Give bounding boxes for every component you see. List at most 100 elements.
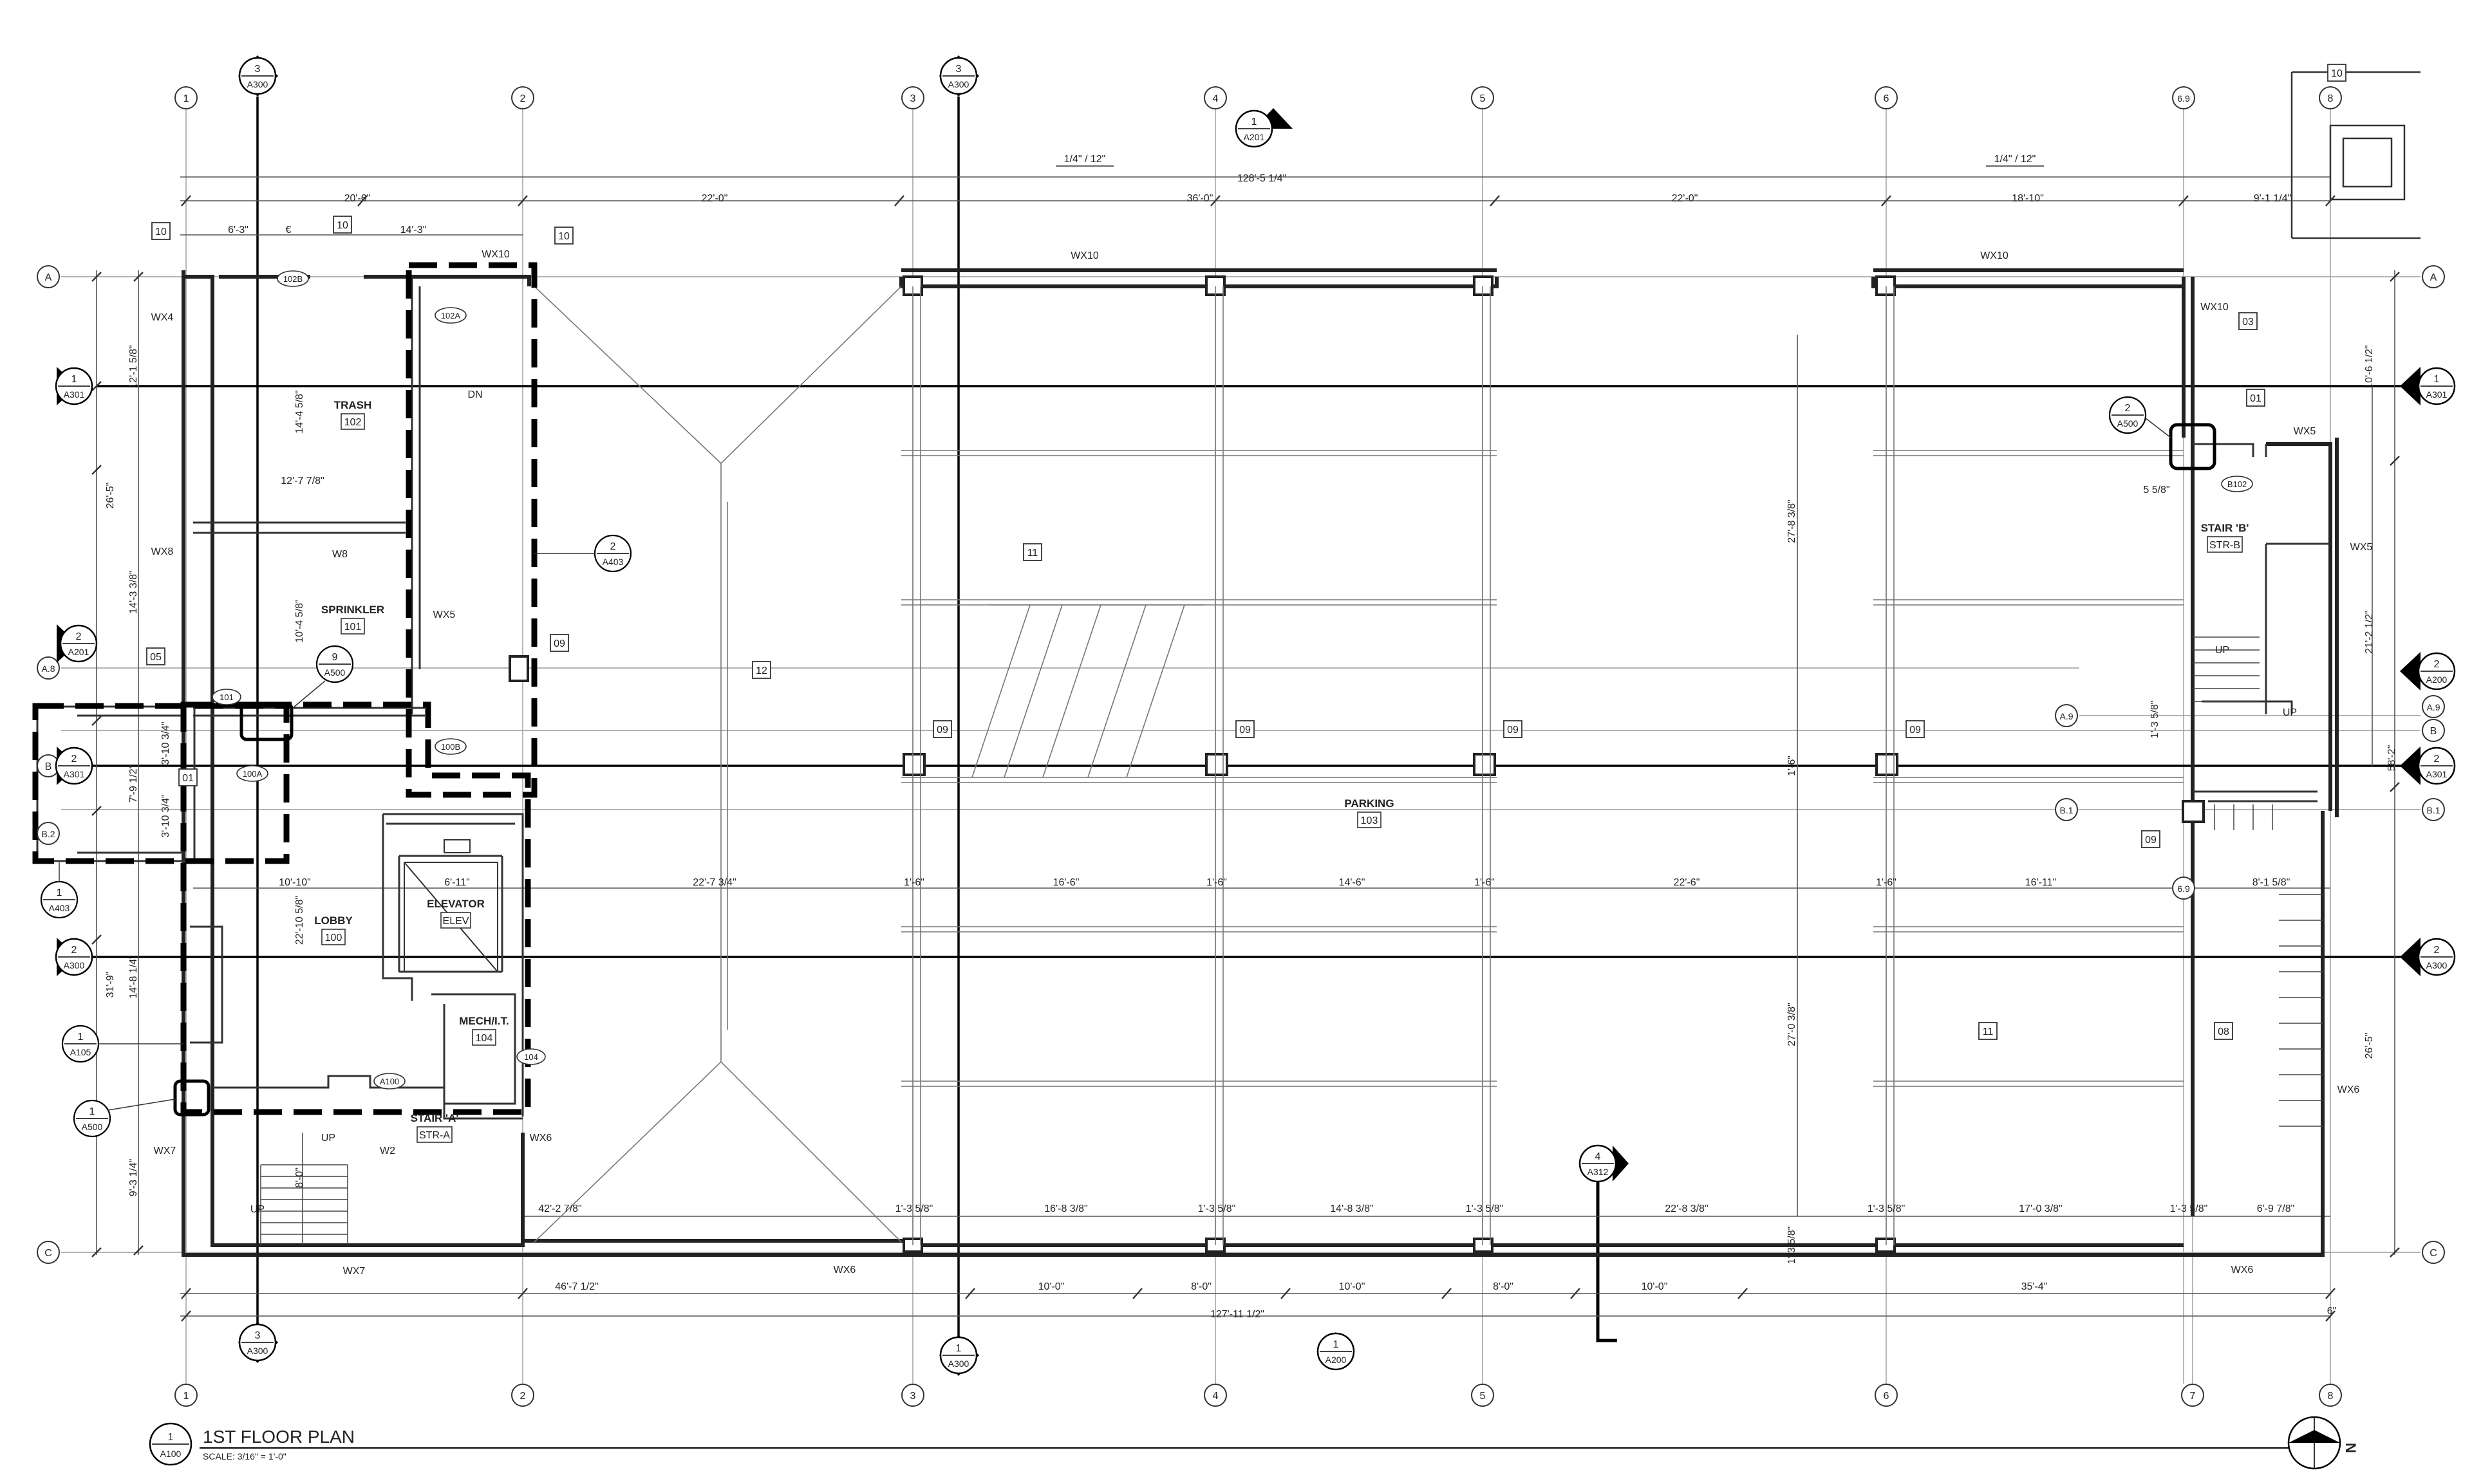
- dim-left: 12'-1 5/8": [128, 345, 139, 388]
- dim-top-sub: 6'-3": [228, 225, 248, 236]
- wall-tag: WX5: [433, 609, 456, 620]
- svg-text:2: 2: [520, 1391, 526, 1402]
- keynote-tag: 10: [151, 222, 171, 240]
- keynote-tag: 01: [178, 768, 198, 786]
- svg-text:1: 1: [1333, 1339, 1339, 1350]
- svg-text:104: 104: [524, 1052, 538, 1062]
- svg-text:10: 10: [2331, 68, 2343, 79]
- wall-tag: W2: [380, 1145, 395, 1156]
- svg-text:1: 1: [1251, 116, 1257, 127]
- door-tags: 102B 102A 101 100A 100B A100 104 B102: [212, 270, 2253, 1090]
- dim-bottom-overall: 127'-11 1/2": [1210, 1309, 1264, 1320]
- svg-text:PARKING: PARKING: [1344, 797, 1394, 810]
- svg-text:A201: A201: [68, 647, 89, 657]
- dim-interior: 17'-0 3/8": [2019, 1203, 2062, 1214]
- svg-text:1: 1: [89, 1106, 95, 1117]
- dim-top-sub: €: [286, 225, 292, 236]
- enlarged-plan-boundaries: [32, 262, 2216, 1117]
- svg-text:B102: B102: [2227, 479, 2247, 489]
- dim-left: 14'-3 3/8": [128, 570, 139, 613]
- svg-text:101: 101: [220, 692, 234, 702]
- grid-bubble-col-3: 33: [901, 86, 924, 1407]
- svg-text:A201: A201: [1244, 132, 1265, 142]
- dim-left: 7'-9 1/2": [128, 765, 139, 803]
- dim-interior-left: 10'-4 5/8": [294, 599, 305, 642]
- door-tag: B102: [2221, 476, 2253, 492]
- wall-tag: WX6: [530, 1133, 552, 1144]
- svg-text:11: 11: [1983, 1026, 1994, 1037]
- dim-top: 20'-6": [344, 193, 371, 204]
- svg-text:1: 1: [71, 374, 77, 385]
- dim-bottom-end: 6": [2327, 1306, 2337, 1317]
- door-tag: 104: [516, 1048, 546, 1065]
- svg-text:3: 3: [910, 93, 916, 104]
- svg-text:7: 7: [2190, 1391, 2196, 1402]
- dim-right: 10'-6 1/2": [2364, 345, 2375, 388]
- keynote-tag: 05: [146, 647, 165, 665]
- svg-text:B: B: [2430, 726, 2437, 737]
- svg-text:09: 09: [2145, 835, 2157, 846]
- svg-text:B.2: B.2: [41, 829, 55, 839]
- svg-text:STAIR 'B': STAIR 'B': [2201, 522, 2249, 534]
- dim-left: 9'-3 1/4": [128, 1159, 139, 1197]
- svg-text:B: B: [45, 761, 52, 772]
- svg-text:10: 10: [558, 231, 570, 242]
- dim-mid: 10'-10": [279, 877, 311, 888]
- svg-text:03: 03: [2242, 317, 2254, 328]
- svg-text:09: 09: [1507, 725, 1519, 736]
- stair-note: DN: [467, 389, 482, 400]
- svg-text:C: C: [2430, 1248, 2437, 1259]
- svg-text:STR-B: STR-B: [2209, 540, 2240, 551]
- wall-tag: WX10: [1071, 250, 1099, 261]
- dim-mid: 1'-6": [1876, 877, 1896, 888]
- wall-tag: WX10: [482, 249, 510, 260]
- svg-text:3: 3: [255, 1330, 261, 1341]
- svg-text:01: 01: [2250, 393, 2261, 404]
- svg-text:2: 2: [76, 631, 82, 642]
- door-tag: 102A: [435, 307, 467, 324]
- svg-text:A500: A500: [82, 1122, 103, 1132]
- svg-text:5: 5: [1480, 93, 1486, 104]
- door-tag: 100A: [236, 765, 268, 782]
- parking-lines: [534, 286, 2184, 1245]
- svg-text:4: 4: [1213, 93, 1219, 104]
- dim-interior-right: 1'-3 5/8": [2149, 701, 2160, 739]
- dim-bottom: 10'-0": [1339, 1281, 1365, 1292]
- svg-text:3: 3: [910, 1391, 916, 1402]
- dim-interior-left: 8'-0": [294, 1167, 305, 1188]
- svg-text:100: 100: [325, 932, 342, 943]
- svg-text:1: 1: [78, 1032, 84, 1043]
- interior-walls: [36, 277, 2330, 1120]
- svg-text:1: 1: [183, 93, 189, 104]
- svg-text:A105: A105: [70, 1047, 91, 1057]
- stair-note: UP: [250, 1204, 265, 1215]
- svg-text:2: 2: [610, 541, 616, 552]
- svg-text:2: 2: [2434, 945, 2440, 956]
- dim-interior-left: 12'-7 7/8": [281, 476, 324, 487]
- dim-bottom: 46'-7 1/2": [555, 1281, 598, 1292]
- room-parking: PARKING 103: [1344, 797, 1394, 828]
- svg-text:2: 2: [71, 754, 77, 765]
- stair-note: UP: [2283, 707, 2297, 718]
- svg-text:A301: A301: [2426, 389, 2448, 400]
- svg-text:103: 103: [1361, 815, 1378, 826]
- keynote-tag: 09: [550, 634, 569, 652]
- dim-interior-right: 5 5/8": [2143, 485, 2169, 496]
- svg-text:MECH/I.T.: MECH/I.T.: [459, 1015, 509, 1027]
- dim-mid: 1'-6": [1474, 877, 1495, 888]
- svg-text:6: 6: [1884, 1391, 1889, 1402]
- wall-tag: WX10: [2200, 302, 2229, 313]
- dim-right: 58'-2": [2386, 745, 2397, 772]
- svg-text:B.1: B.1: [2059, 805, 2073, 815]
- wall-tag: WX4: [151, 312, 174, 323]
